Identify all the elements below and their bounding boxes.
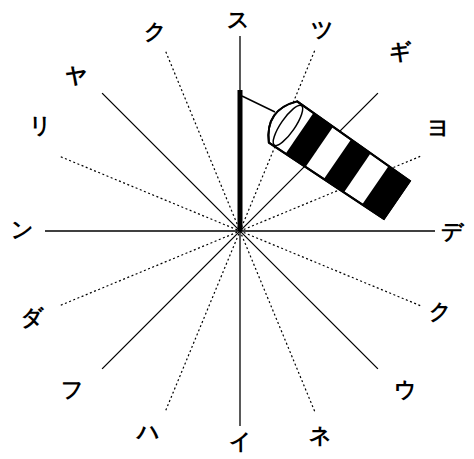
direction-label: フ [61,379,84,401]
direction-label: イ [229,431,252,453]
direction-label: ウ [394,379,417,401]
direction-label: ク [429,301,452,323]
direction-label: ヨ [427,117,450,139]
pole [238,90,243,231]
minor-direction-lines [60,51,420,411]
direction-label: デ [441,221,464,243]
direction-label: ツ [311,19,334,41]
direction-label: ギ [389,41,412,63]
direction-label: ダ [21,307,44,329]
windsock [260,95,411,220]
sock-tether [242,96,275,112]
direction-label: ン [11,219,34,241]
direction-label: ス [227,9,250,31]
main-direction-lines [45,36,435,426]
direction-label: リ [29,115,52,137]
direction-label: ネ [309,425,332,447]
direction-label: ヤ [65,65,88,87]
direction-label: ク [144,21,167,43]
direction-label: ハ [137,421,160,443]
